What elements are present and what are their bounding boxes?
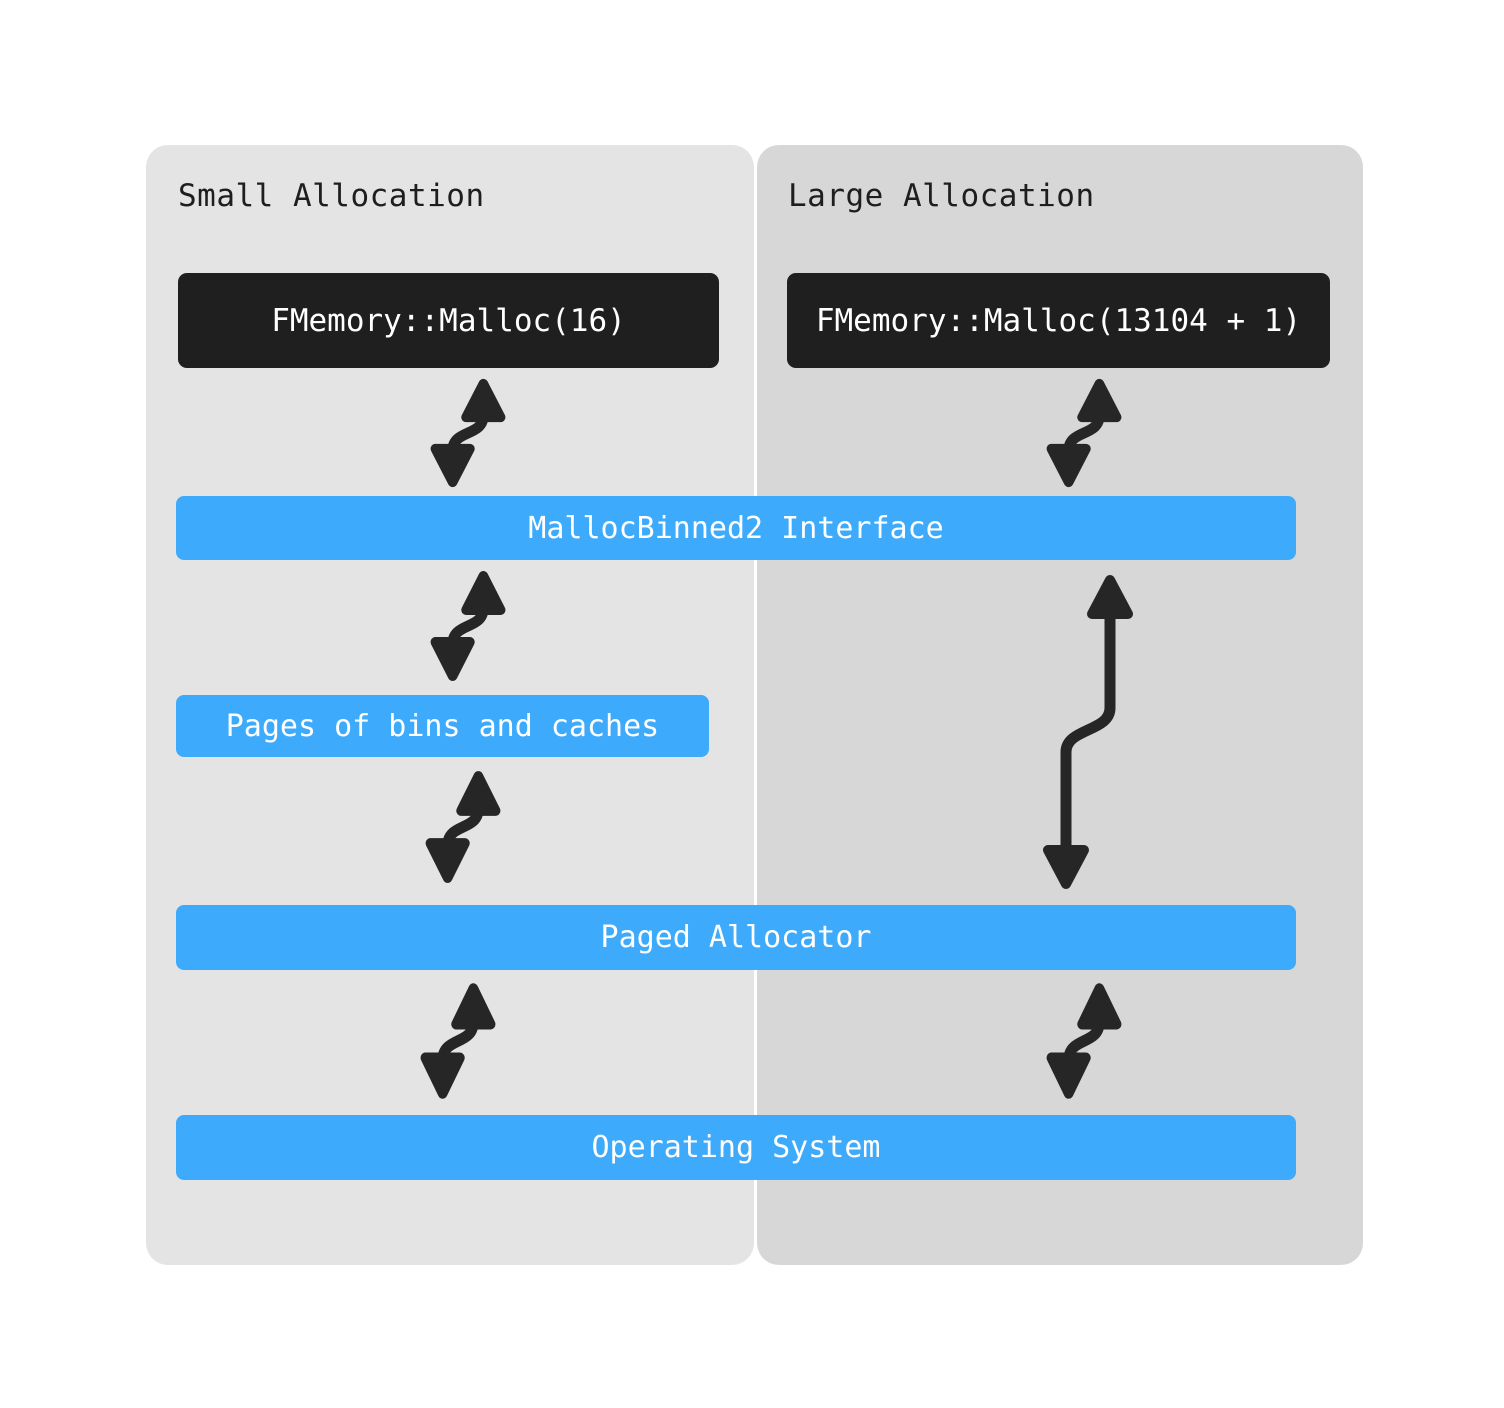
large-allocation-title: Large Allocation — [788, 178, 1095, 214]
operating-system-bar: Operating System — [176, 1115, 1296, 1180]
operating-system-label: Operating System — [591, 1130, 881, 1165]
bidirectional-arrow-icon — [420, 374, 516, 492]
pages-of-bins-bar: Pages of bins and caches — [176, 695, 709, 757]
mallocbinned2-interface-label: MallocBinned2 Interface — [528, 510, 944, 546]
mallocbinned2-interface-bar: MallocBinned2 Interface — [176, 496, 1296, 560]
large-malloc-call-label: FMemory::Malloc(13104 + 1) — [815, 302, 1302, 339]
pages-of-bins-label: Pages of bins and caches — [225, 708, 660, 744]
bidirectional-arrow-icon — [1036, 374, 1132, 492]
bidirectional-arrow-icon — [410, 978, 506, 1104]
paged-allocator-bar: Paged Allocator — [176, 905, 1296, 970]
bidirectional-arrow-icon — [1036, 978, 1132, 1104]
small-malloc-call-box: FMemory::Malloc(16) — [178, 273, 719, 368]
bidirectional-arrow-icon — [415, 766, 511, 888]
large-malloc-call-box: FMemory::Malloc(13104 + 1) — [787, 273, 1330, 368]
small-malloc-call-label: FMemory::Malloc(16) — [271, 302, 626, 339]
paged-allocator-label: Paged Allocator — [600, 920, 872, 955]
bidirectional-arrow-icon — [420, 566, 516, 686]
bidirectional-long-arrow-icon — [1038, 570, 1138, 894]
small-allocation-title: Small Allocation — [178, 178, 485, 214]
